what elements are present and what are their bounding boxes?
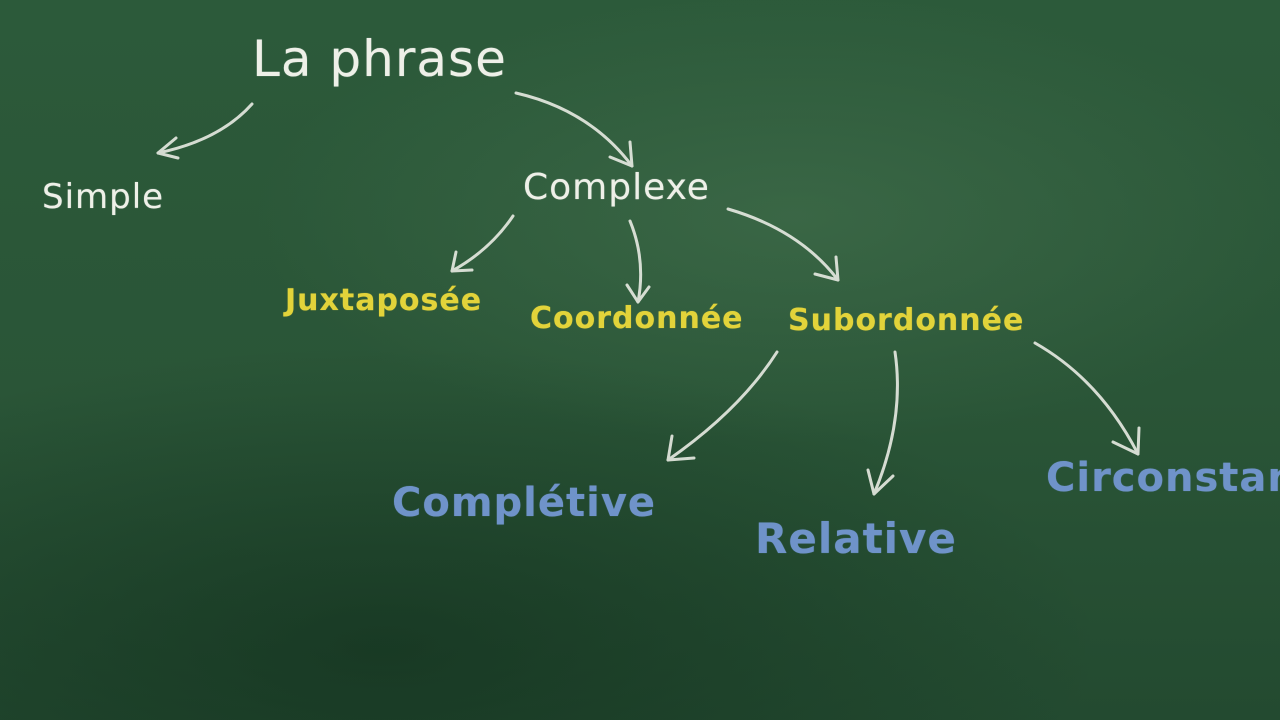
- node-circonstancielle: Circonstan: [1046, 455, 1280, 501]
- arrow-complexe-to-juxtaposee: [450, 214, 515, 273]
- node-juxtaposee: Juxtaposée: [285, 283, 483, 318]
- arrow-subordonnee-to-relative: [866, 350, 899, 496]
- node-la-phrase: La phrase: [252, 30, 507, 88]
- arrow-subordonnee-to-completive: [666, 350, 779, 462]
- arrow-subordonnee-to-circonstancielle: [1033, 341, 1141, 456]
- node-completive: Complétive: [392, 480, 657, 526]
- arrow-complexe-to-coordonnee: [625, 219, 651, 304]
- arrow-root-to-complexe: [514, 91, 634, 168]
- node-subordonnee: Subordonnée: [788, 303, 1025, 338]
- node-coordonnee: Coordonnée: [530, 301, 744, 336]
- node-simple: Simple: [42, 177, 165, 217]
- arrow-complexe-to-subordonnee: [726, 207, 840, 282]
- node-complexe: Complexe: [523, 167, 710, 208]
- node-relative: Relative: [755, 514, 957, 563]
- arrow-root-to-simple: [156, 102, 254, 160]
